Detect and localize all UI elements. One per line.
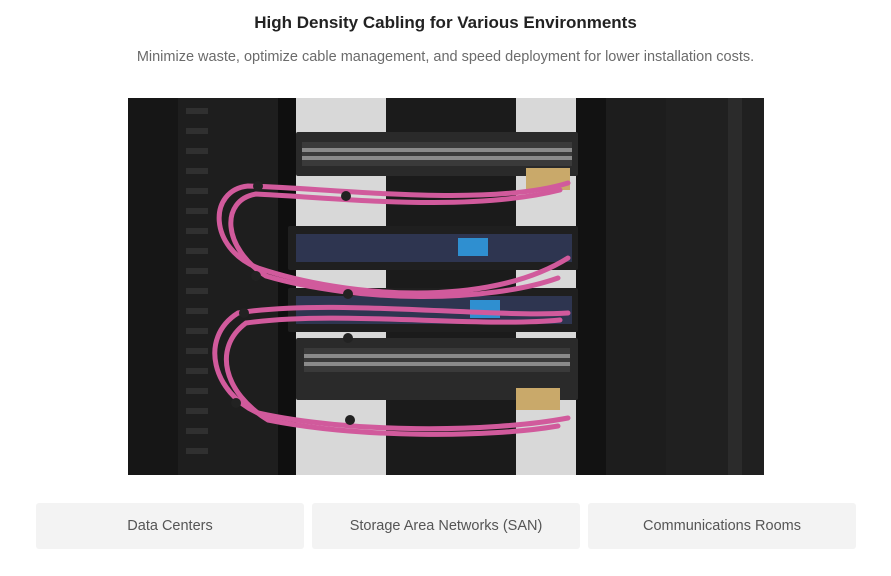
tab-data-centers[interactable]: Data Centers <box>36 503 304 549</box>
server-rack-image <box>128 98 764 475</box>
tab-communications-rooms[interactable]: Communications Rooms <box>588 503 856 549</box>
server-rack-illustration <box>128 98 764 475</box>
tab-storage-area-networks[interactable]: Storage Area Networks (SAN) <box>312 503 580 549</box>
environment-tabs: Data Centers Storage Area Networks (SAN)… <box>36 503 856 549</box>
section-title: High Density Cabling for Various Environ… <box>254 13 637 32</box>
section-subtitle: Minimize waste, optimize cable managemen… <box>136 49 755 65</box>
